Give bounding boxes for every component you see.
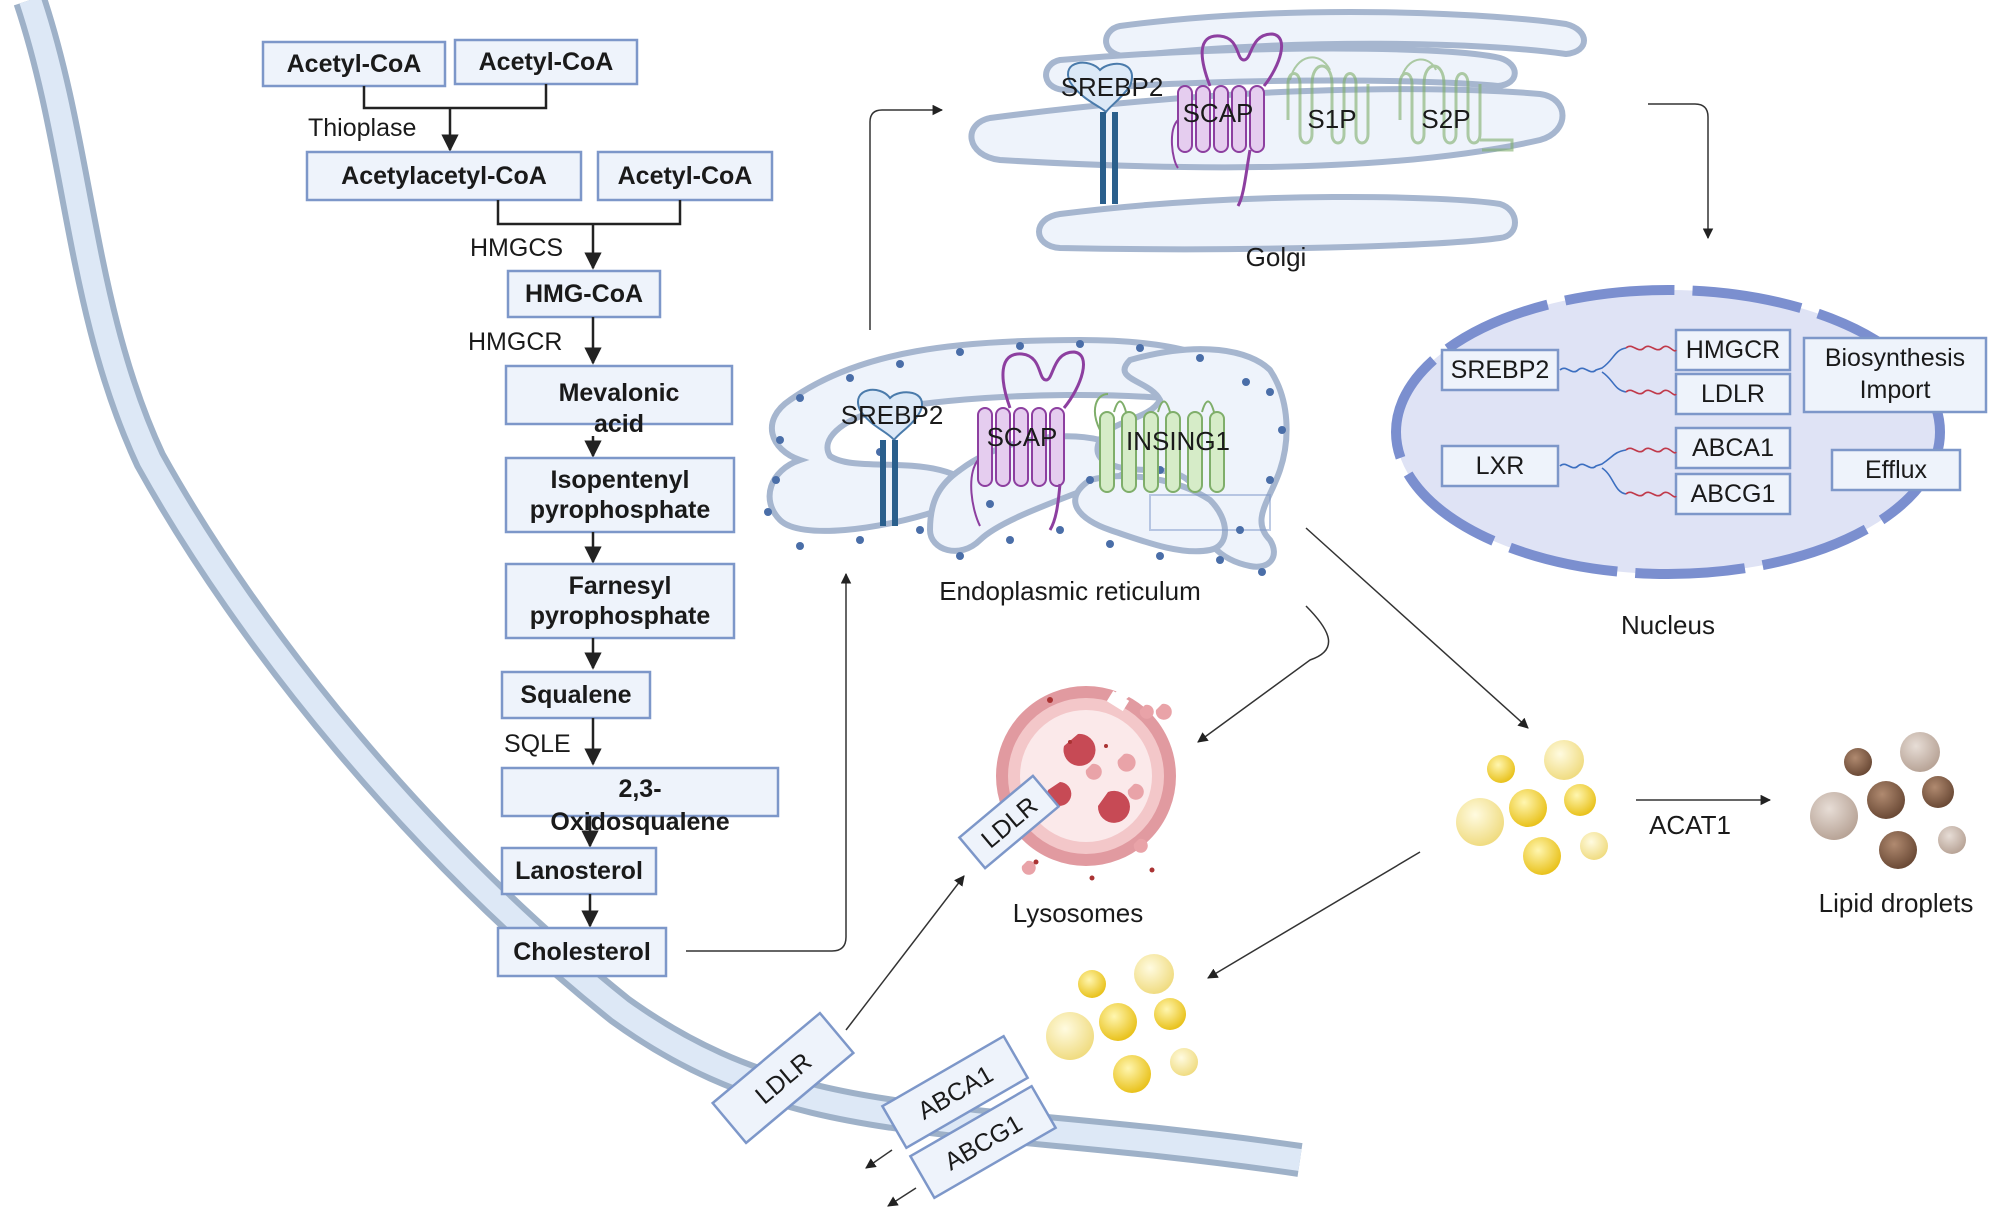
svg-text:Oxidosqualene: Oxidosqualene [550, 808, 729, 836]
svg-text:Efflux: Efflux [1865, 456, 1928, 484]
acetyl-coa-box-2: Acetyl-CoA [453, 38, 639, 86]
er-to-golgi-arrow [869, 104, 944, 330]
svg-text:pyrophosphate: pyrophosphate [530, 496, 711, 524]
golgi-cisterna-main [968, 86, 1566, 171]
cholesterol-box: Cholesterol [496, 926, 668, 978]
nucleus: SREBP2 LXR HMGCR LDLR ABCA1 ABCG1 [1391, 285, 1988, 640]
nucleus-srebp2-box: SREBP2 [1440, 348, 1560, 392]
lanosterol-box: Lanosterol [500, 846, 658, 896]
enzyme-label-thioplase: Thioplase [308, 114, 416, 142]
connector [362, 84, 548, 110]
endoplasmic-reticulum: SREBP2 SCAP INSING1 Endoplasmic reticulu… [764, 336, 1290, 606]
lysosome: LDLR Lysosomes [957, 685, 1176, 928]
cholesterol-to-er-arrow [686, 572, 852, 952]
nucleus-abca1-box: ABCA1 [1674, 426, 1792, 470]
er-insig1-label: INSING1 [1126, 426, 1230, 456]
mevalonic-acid-box: Mevalonic acid [504, 364, 734, 438]
acetylacetyl-coa-box: Acetylacetyl-CoA [305, 150, 583, 202]
svg-text:ABCA1: ABCA1 [1692, 434, 1774, 462]
efflux-box: Efflux [1830, 448, 1962, 492]
golgi-to-nucleus-arrow [1648, 103, 1714, 240]
golgi-srebp2-label: SREBP2 [1061, 72, 1164, 102]
free-cholesterol-droplets [1456, 740, 1608, 875]
svg-text:Acetyl-CoA: Acetyl-CoA [479, 48, 614, 76]
svg-text:Farnesyl: Farnesyl [569, 572, 672, 600]
golgi-cisterna-2 [1043, 45, 1518, 94]
svg-text:Cholesterol: Cholesterol [513, 938, 651, 966]
acetyl-coa-box-1: Acetyl-CoA [261, 40, 447, 88]
er-label: Endoplasmic reticulum [939, 576, 1201, 606]
svg-text:Biosynthesis: Biosynthesis [1825, 344, 1965, 372]
efflux-cholesterol-droplets [1046, 954, 1198, 1093]
enzyme-label-hmgcr: HMGCR [468, 328, 562, 356]
er-scap-protein [970, 350, 1085, 531]
oxidosqualene-box: 2,3- Oxidosqualene [500, 766, 780, 836]
lysosome-cargo [1021, 697, 1172, 881]
connector [496, 200, 682, 226]
lipid-droplets-label: Lipid droplets [1819, 888, 1974, 918]
er-insig1-protein [1093, 393, 1225, 493]
golgi-s2p-protein [1398, 58, 1514, 152]
squalene-box: Squalene [500, 670, 652, 720]
golgi-cisterna-4 [1036, 193, 1518, 253]
nucleus-hmgcr-box: HMGCR [1674, 328, 1792, 372]
hmg-coa-box: HMG-CoA [506, 269, 662, 319]
svg-text:Lanosterol: Lanosterol [515, 857, 643, 885]
svg-text:acid: acid [594, 410, 644, 438]
svg-text:LDLR: LDLR [1701, 380, 1765, 408]
droplets-to-efflux-arrow [1207, 851, 1421, 979]
nucleus-label: Nucleus [1621, 610, 1715, 640]
enzyme-label-sqle: SQLE [504, 730, 571, 758]
er-sheet-left [766, 336, 1246, 534]
er-srebp2-protein [857, 389, 923, 526]
svg-text:pyrophosphate: pyrophosphate [530, 602, 711, 630]
abca1-efflux-arrow [865, 1149, 893, 1169]
svg-text:Acetylacetyl-CoA: Acetylacetyl-CoA [341, 162, 547, 190]
svg-text:Acetyl-CoA: Acetyl-CoA [287, 50, 422, 78]
svg-text:LXR: LXR [1476, 452, 1525, 480]
svg-text:Squalene: Squalene [520, 681, 631, 709]
acetyl-coa-box-3: Acetyl-CoA [596, 150, 774, 202]
mevalonate-pathway: Acetyl-CoA Acetyl-CoA Thioplase Acetylac… [261, 38, 780, 978]
er-ribosomes [764, 340, 1286, 576]
nucleus-lxr-box: LXR [1440, 444, 1560, 488]
svg-text:SREBP2: SREBP2 [1451, 356, 1550, 384]
svg-text:Import: Import [1860, 376, 1931, 404]
nucleus-abcg1-box: ABCG1 [1674, 472, 1792, 516]
er-box-outline [1149, 494, 1271, 531]
svg-text:HMGCR: HMGCR [1686, 336, 1780, 364]
acat1-label: ACAT1 [1649, 810, 1731, 840]
golgi-s1p-protein [1286, 56, 1370, 145]
svg-text:Acetyl-CoA: Acetyl-CoA [618, 162, 753, 190]
nucleus-ldlr-box: LDLR [1674, 372, 1792, 416]
er-srebp2-label: SREBP2 [841, 400, 944, 430]
er-to-lysosome-arrow [1197, 605, 1330, 743]
golgi-label: Golgi [1246, 242, 1307, 272]
golgi-scap-protein [1171, 32, 1283, 207]
abcg1-efflux-arrow [887, 1187, 917, 1207]
lipid-droplets [1810, 732, 1966, 869]
svg-text:ABCG1: ABCG1 [1691, 480, 1776, 508]
isopentenyl-pyrophosphate-box: Isopentenyl pyrophosphate [504, 456, 736, 534]
svg-text:Mevalonic: Mevalonic [559, 379, 680, 407]
golgi-s1p-label: S1P [1307, 104, 1356, 134]
farnesyl-pyrophosphate-box: Farnesyl pyrophosphate [504, 562, 736, 640]
er-scap-label: SCAP [987, 422, 1058, 452]
er-to-droplets-arrow [1305, 527, 1529, 729]
dna-strands [1559, 345, 1677, 498]
golgi-scap-label: SCAP [1183, 98, 1254, 128]
svg-text:HMG-CoA: HMG-CoA [525, 280, 643, 308]
biosynthesis-import-box: Biosynthesis Import [1802, 336, 1988, 414]
svg-text:2,3-: 2,3- [618, 775, 661, 803]
enzyme-label-hmgcs: HMGCS [470, 234, 563, 262]
ldlr-uptake-arrow [845, 875, 965, 1031]
golgi-s2p-label: S2P [1421, 104, 1470, 134]
golgi-srebp2-protein [1067, 61, 1133, 204]
svg-text:Isopentenyl: Isopentenyl [551, 466, 690, 494]
lysosomes-label: Lysosomes [1013, 898, 1144, 928]
golgi-apparatus: SREBP2 SCAP S1P S2P Golgi [968, 9, 1587, 272]
